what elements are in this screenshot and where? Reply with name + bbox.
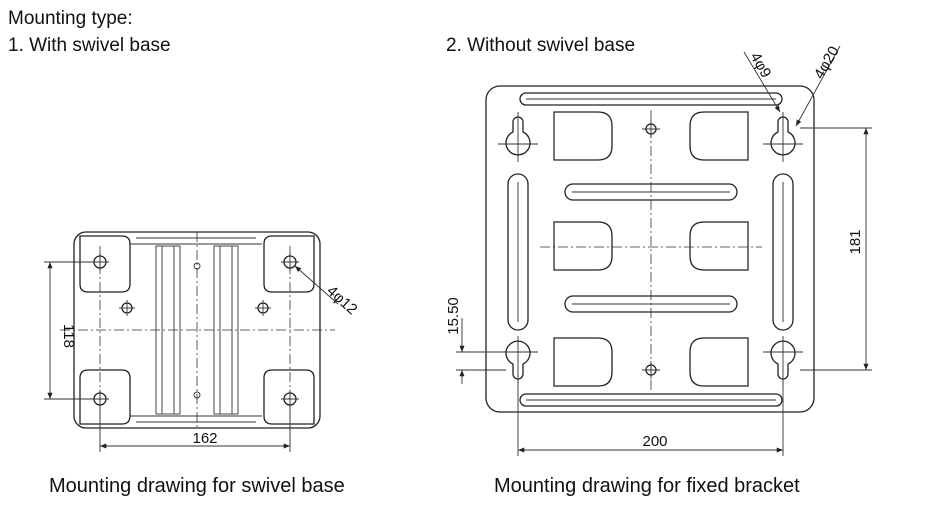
corner-pad-bottom-right (263, 369, 315, 425)
option-with-swivel-base: 1. With swivel base (8, 35, 171, 56)
bracket-plate-outline (485, 85, 815, 413)
corner-pad-bottom-left (79, 369, 131, 425)
caption-fixed-bracket: Mounting drawing for fixed bracket (494, 475, 800, 497)
slot-bottom (519, 393, 783, 407)
swivel-base-drawing: 118 162 4φ12 (44, 231, 361, 452)
keyhole-bottom-right (763, 336, 803, 386)
dim-162: 162 (192, 430, 217, 447)
dim-15-50: 15.50 (445, 297, 462, 335)
option-without-swivel-base: 2. Without swivel base (446, 35, 636, 56)
pad-middle-right (689, 221, 749, 271)
mount-hole-top-right (281, 253, 299, 271)
fixed-bracket-drawing: 181 15.50 200 4φ9 4φ20 (445, 43, 872, 456)
pad-top-right (689, 111, 749, 161)
slot-top (519, 92, 783, 106)
slot-left (507, 173, 529, 331)
slot-right (772, 173, 794, 331)
corner-pad-top-left (79, 235, 131, 293)
hole-spec-4phi9: 4φ9 (747, 50, 775, 81)
dim-200: 200 (642, 433, 667, 450)
mounting-type-heading: Mounting type: (8, 8, 133, 29)
dim-181: 181 (847, 229, 864, 254)
inner-hole-left (119, 300, 135, 316)
keyhole-top-right (763, 112, 803, 162)
hole-spec-4phi12: 4φ12 (323, 282, 360, 318)
pad-bottom-left (553, 337, 613, 387)
keyhole-bottom-left (498, 336, 538, 386)
pad-bottom-right (689, 337, 749, 387)
pad-top-left (553, 111, 613, 161)
dim-118: 118 (60, 324, 77, 348)
corner-pad-top-right (263, 235, 315, 293)
inner-hole-right (255, 300, 271, 316)
keyhole-top-left (498, 112, 538, 162)
hole-spec-4phi20: 4φ20 (811, 43, 843, 82)
pad-middle-left (553, 221, 613, 271)
mount-hole-top-left (91, 253, 109, 271)
caption-swivel-base: Mounting drawing for swivel base (49, 475, 345, 497)
